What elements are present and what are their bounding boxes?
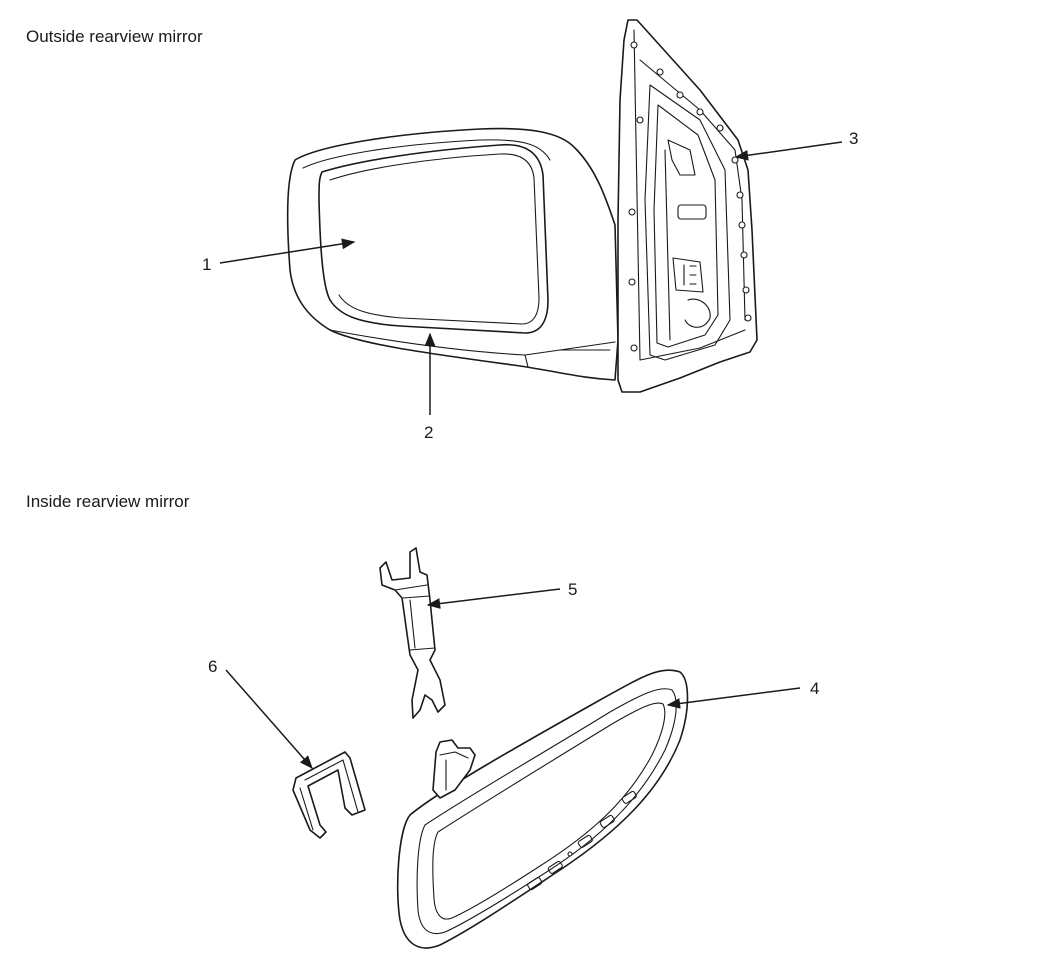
callout-3: 3 [849, 129, 858, 148]
mirror-glass [318, 143, 549, 334]
inside-mirror-body [396, 669, 689, 949]
mounting-base [617, 19, 758, 393]
outside-mirror-illustration [286, 19, 758, 393]
callout-6: 6 [208, 657, 217, 676]
mirror-bracket [379, 547, 446, 719]
callout-2: 2 [424, 423, 433, 442]
callout-5: 5 [568, 580, 577, 599]
callout-4: 4 [810, 679, 819, 698]
outside-mirror-title: Outside rearview mirror [26, 27, 203, 46]
mirror-clip [292, 751, 366, 839]
callout-1: 1 [202, 255, 211, 274]
inside-mirror-title: Inside rearview mirror [26, 492, 190, 511]
inside-mirror-illustration [292, 547, 689, 949]
